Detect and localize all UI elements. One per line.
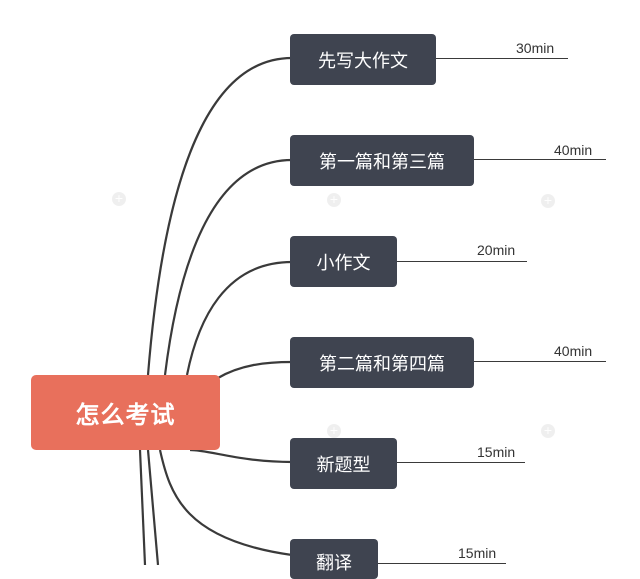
connector-task-1 (146, 56, 293, 376)
time-label-4: 40min (554, 343, 593, 359)
time-label-2: 40min (554, 142, 593, 158)
watermark-icon: + (327, 193, 341, 207)
root-topic[interactable]: 怎么考试 (31, 375, 220, 450)
watermark-icon: + (541, 424, 555, 438)
task-node-5[interactable]: 新题型 (290, 438, 397, 489)
connector-task-6 (158, 449, 293, 557)
time-underline-4 (474, 361, 606, 362)
task-node-4[interactable]: 第二篇和第四篇 (290, 337, 474, 388)
time-underline-3 (397, 261, 527, 262)
connector-task-3 (185, 260, 293, 376)
connector-task-5 (189, 448, 293, 464)
time-underline-1 (436, 58, 568, 59)
connector-canvas (138, 56, 293, 565)
connector-task-2 (163, 158, 293, 376)
watermark-icon: + (541, 194, 555, 208)
time-label-6: 15min (458, 545, 497, 561)
connector-task-4 (217, 360, 293, 379)
connector-offscreen-2 (138, 449, 147, 565)
time-label-3: 20min (477, 242, 516, 258)
time-underline-2 (474, 159, 606, 160)
connector-offscreen-1 (146, 449, 160, 565)
task-node-3[interactable]: 小作文 (290, 236, 397, 287)
watermark-icon: + (327, 424, 341, 438)
time-underline-5 (397, 462, 525, 463)
time-label-1: 30min (516, 40, 555, 56)
watermark-icon: + (112, 192, 126, 206)
time-underline-6 (378, 563, 506, 564)
task-node-1[interactable]: 先写大作文 (290, 34, 436, 85)
task-node-2[interactable]: 第一篇和第三篇 (290, 135, 474, 186)
task-node-6[interactable]: 翻译 (290, 539, 378, 579)
time-label-5: 15min (477, 444, 516, 460)
